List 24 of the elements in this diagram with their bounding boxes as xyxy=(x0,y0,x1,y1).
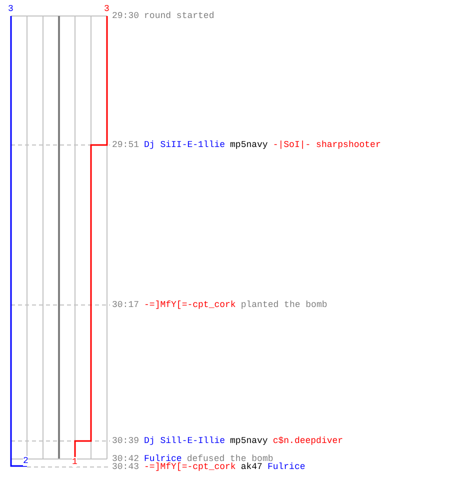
player-count: 3 xyxy=(8,4,14,14)
weapon-name: mp5navy xyxy=(230,140,268,150)
weapon-name: mp5navy xyxy=(230,436,268,446)
weapon-name: ak47 xyxy=(240,462,262,472)
timestamp: 30:43 xyxy=(112,462,140,472)
player-name: Dj Sill-E-Illie xyxy=(144,436,226,446)
timestamp: 29:30 xyxy=(112,11,140,21)
player-count: 3 xyxy=(104,4,110,14)
player-name: -|SoI|- sharpshooter xyxy=(272,140,381,150)
player-name: Fulrice xyxy=(144,454,182,464)
timestamp: 30:42 xyxy=(112,454,140,464)
timestamp: 30:17 xyxy=(112,300,140,310)
player-name: c$n.deepdiver xyxy=(272,436,344,446)
player-name: -=]MfY[=-cpt_cork xyxy=(144,462,236,472)
player-name: Dj SiII-E-1llie xyxy=(144,140,226,150)
event-text: round started xyxy=(144,11,214,21)
timestamp: 30:39 xyxy=(112,436,140,446)
timestamp: 29:51 xyxy=(112,140,140,150)
player-count: 1 xyxy=(72,457,78,467)
player-count: 2 xyxy=(23,456,28,466)
event-text: planted the bomb xyxy=(240,300,328,310)
player-name: Fulrice xyxy=(267,462,306,472)
player-name: -=]MfY[=-cpt_cork xyxy=(144,300,236,310)
event-text: defused the bomb xyxy=(186,454,274,464)
